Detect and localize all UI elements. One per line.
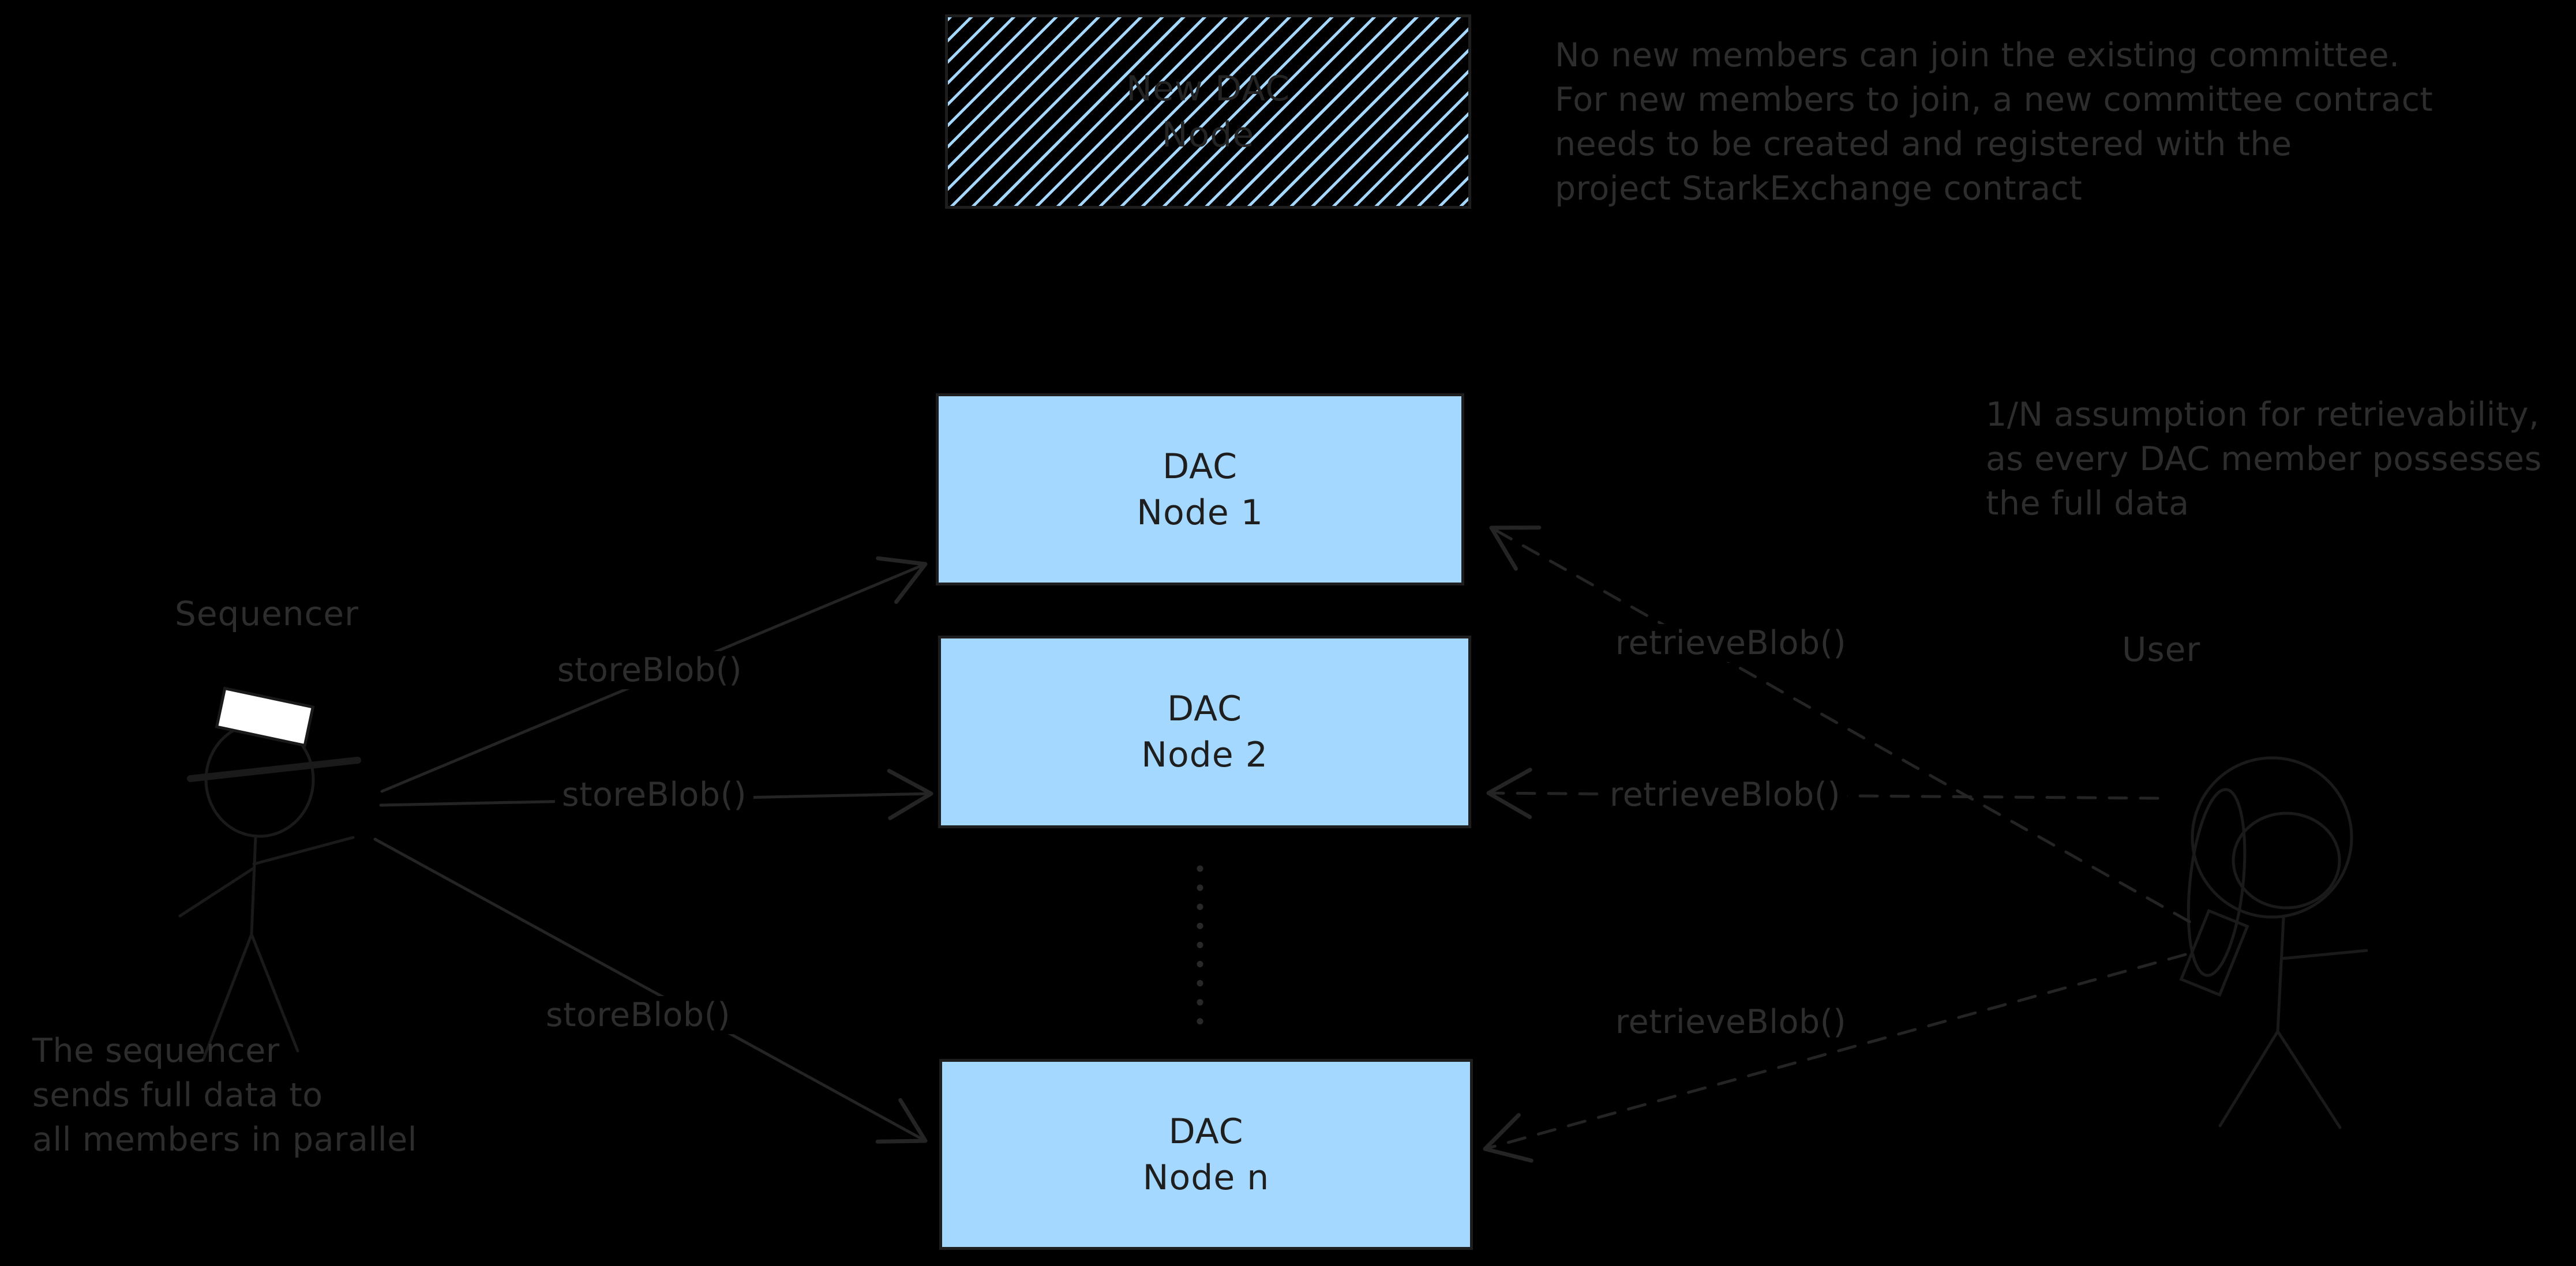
retrieve-blob-label-3: retrieveBlob() bbox=[1608, 1003, 1854, 1041]
retrieve-blob-arrow-node1 bbox=[1489, 525, 2191, 923]
user-figure bbox=[2179, 756, 2368, 1129]
dac-node-n-line1: DAC bbox=[1168, 1111, 1244, 1152]
user-phone bbox=[2179, 908, 2249, 997]
sequencer-hat bbox=[215, 686, 315, 747]
sequencer-body bbox=[250, 835, 257, 936]
new-dac-node-box-label: New DAC Node bbox=[1126, 66, 1290, 158]
user-leg-left bbox=[2218, 1030, 2279, 1128]
user-body bbox=[2276, 916, 2285, 1033]
sequencer-leg-right bbox=[250, 933, 299, 1053]
sequencer-hat-brim bbox=[187, 757, 361, 782]
store-blob-arrow-noden bbox=[373, 837, 928, 1144]
sequencer-note: The sequencer sends full data to all mem… bbox=[32, 1032, 417, 1159]
sequencer-arm-right bbox=[252, 836, 355, 866]
user-hair bbox=[2191, 756, 2353, 919]
new-dac-node-line2: Node bbox=[1161, 114, 1255, 155]
sequencer-arm-left bbox=[178, 866, 256, 918]
dac-node-2-box: DAC Node 2 bbox=[938, 636, 1471, 828]
retrieve-blob-arrow-noden bbox=[1483, 953, 2187, 1163]
dac-node-1-label: DAC Node 1 bbox=[1137, 444, 1263, 536]
user-label: User bbox=[2122, 630, 2201, 669]
new-dac-node-line1: New DAC bbox=[1126, 68, 1290, 109]
user-leg-right bbox=[2276, 1030, 2342, 1129]
dac-node-2-line1: DAC bbox=[1167, 689, 1243, 729]
dac-node-1-line1: DAC bbox=[1162, 446, 1238, 487]
sequencer-label: Sequencer bbox=[175, 594, 359, 633]
store-blob-label-1: storeBlob() bbox=[550, 651, 749, 689]
store-blob-label-2: storeBlob() bbox=[554, 776, 754, 814]
sequencer-figure bbox=[178, 686, 361, 1062]
user-face bbox=[2232, 812, 2341, 910]
dac-node-1-line2: Node 1 bbox=[1137, 492, 1263, 533]
dac-node-2-line2: Node 2 bbox=[1141, 735, 1268, 775]
retrievability-note: 1/N assumption for retrievability, as ev… bbox=[1986, 396, 2542, 523]
committee-note: No new members can join the existing com… bbox=[1555, 36, 2433, 208]
retrieve-blob-label-1: retrieveBlob() bbox=[1608, 624, 1854, 662]
retrieve-blob-label-2: retrieveBlob() bbox=[1602, 776, 1848, 814]
retrieve-blob-arrow-node2 bbox=[1486, 768, 2159, 820]
dac-node-1-box: DAC Node 1 bbox=[936, 393, 1464, 585]
sequencer-leg-left bbox=[201, 933, 253, 1062]
dac-node-n-label: DAC Node n bbox=[1143, 1109, 1270, 1201]
dac-node-2-label: DAC Node 2 bbox=[1141, 686, 1268, 778]
user-ponytail bbox=[2187, 788, 2247, 977]
user-arm bbox=[2280, 949, 2368, 960]
new-dac-node-box: New DAC Node bbox=[945, 14, 1471, 209]
store-blob-label-3: storeBlob() bbox=[538, 996, 738, 1034]
dac-node-n-line2: Node n bbox=[1142, 1157, 1270, 1198]
dac-node-n-box: DAC Node n bbox=[939, 1059, 1473, 1250]
